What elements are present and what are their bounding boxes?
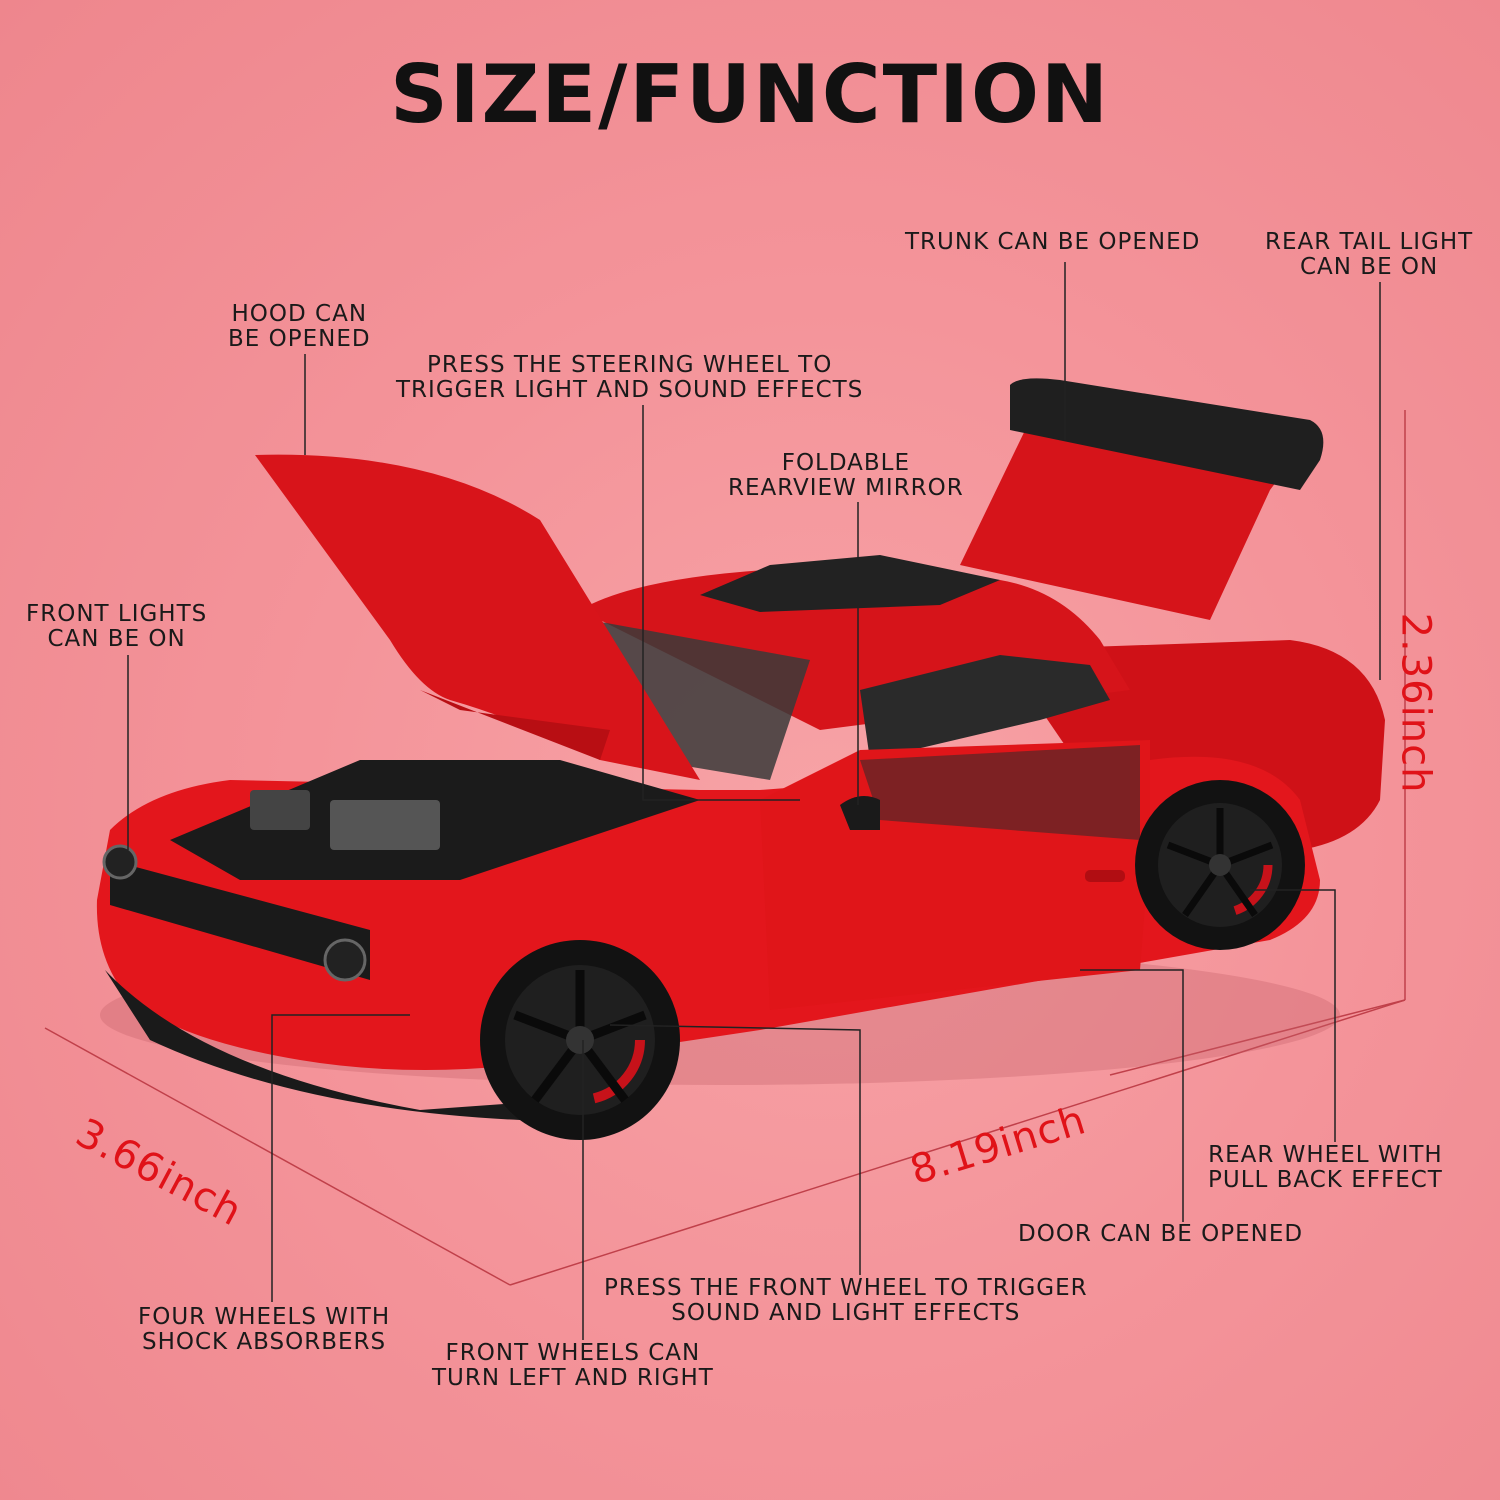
label-shock-line2: SHOCK ABSORBERS [142,1329,387,1355]
label-mirror-line1: FOLDABLE [781,450,911,476]
hood [255,454,700,780]
label-steering: PRESS THE STEERING WHEEL TO TRIGGER LIGH… [396,353,863,403]
label-door: DOOR CAN BE OPENED [1018,1222,1303,1247]
label-hood: HOOD CAN BE OPENED [228,302,371,352]
label-hood-line1: HOOD CAN [231,301,368,327]
mirror [840,796,880,830]
label-front-wheel-press: PRESS THE FRONT WHEEL TO TRIGGER SOUND A… [604,1276,1088,1326]
label-turn-line2: TURN LEFT AND RIGHT [432,1365,714,1391]
label-front-lights-line2: CAN BE ON [47,626,186,652]
sunroof [700,555,1000,612]
callout-lines [127,262,1381,1340]
headlight-left [102,844,138,880]
label-mirror: FOLDABLE REARVIEW MIRROR [728,451,964,501]
label-rear-wheel-line2: PULL BACK EFFECT [1208,1167,1443,1193]
label-rear-wheel-line1: REAR WHEEL WITH [1208,1142,1443,1168]
label-front-lights: FRONT LIGHTS CAN BE ON [26,602,207,652]
label-door-line1: DOOR CAN BE OPENED [1018,1221,1304,1247]
label-trunk: TRUNK CAN BE OPENED [905,230,1200,255]
grille [110,860,370,980]
label-shock: FOUR WHEELS WITH SHOCK ABSORBERS [138,1305,390,1355]
page-title: SIZE/FUNCTION [390,48,1110,141]
label-turn-line1: FRONT WHEELS CAN [445,1340,701,1366]
label-front-lights-line1: FRONT LIGHTS [26,601,208,627]
label-shock-line1: FOUR WHEELS WITH [138,1304,391,1330]
label-hood-line2: BE OPENED [228,326,371,352]
front-wheel [480,940,680,1140]
label-tail-light-line1: REAR TAIL LIGHT [1265,229,1474,255]
label-tail-light-line2: CAN BE ON [1299,254,1439,280]
label-steering-line1: PRESS THE STEERING WHEEL TO [427,352,833,378]
dimension-lines [44,410,1406,1286]
spoiler [1010,378,1324,490]
label-front-wheel-press-line1: PRESS THE FRONT WHEEL TO TRIGGER [604,1275,1088,1301]
label-steering-line2: TRIGGER LIGHT AND SOUND EFFECTS [396,377,864,403]
headlight-right [323,938,367,982]
door-handle [1085,870,1125,882]
side-window [860,655,1110,760]
label-rear-wheel: REAR WHEEL WITH PULL BACK EFFECT [1208,1143,1443,1193]
label-tail-light: REAR TAIL LIGHT CAN BE ON [1265,230,1473,280]
label-front-wheel-press-line2: SOUND AND LIGHT EFFECTS [671,1300,1021,1326]
door-window [860,745,1140,840]
label-trunk-line1: TRUNK CAN BE OPENED [905,229,1201,255]
dimension-height: 2.36inch [1392,612,1439,794]
label-turn: FRONT WHEELS CAN TURN LEFT AND RIGHT [432,1341,714,1391]
rear-wheel [1135,780,1305,950]
engine-block [330,800,440,850]
label-mirror-line2: REARVIEW MIRROR [728,475,964,501]
